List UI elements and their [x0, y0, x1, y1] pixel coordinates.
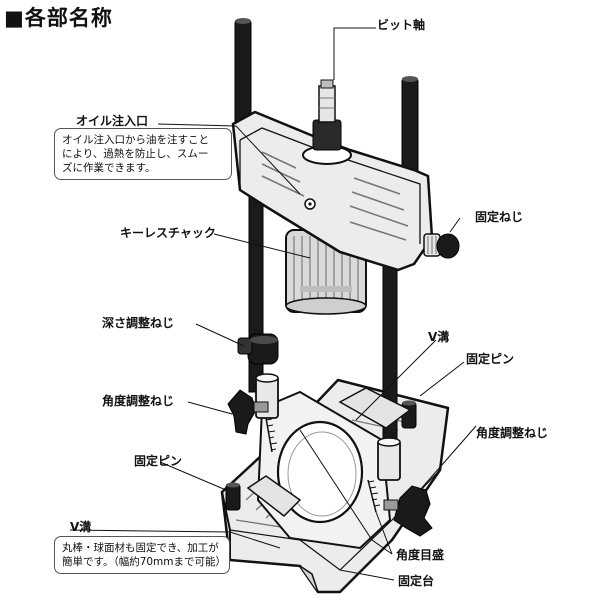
v-block-left [246, 475, 302, 517]
label-oil-port: オイル注入口 [76, 114, 149, 128]
angle-adjust-knob-left [227, 389, 269, 435]
note-oil-line-2: により、過熱を防止し、スムー [62, 148, 209, 160]
fixing-screw-knob [423, 233, 460, 259]
label-v-groove-left: V溝 [70, 520, 92, 534]
label-base: 固定台 [398, 574, 435, 588]
label-angle-scale: 角度目盛 [396, 548, 445, 562]
column-collar-right [377, 437, 401, 481]
note-vgroove-line-2: 簡単です。（幅約70mmまで可能） [62, 556, 227, 568]
angle-scale-marks [265, 417, 381, 513]
fixing-pin-left [225, 482, 241, 511]
note-v-groove: 丸棒・球面材も固定でき、加工が 簡単です。（幅約70mmまで可能） [54, 536, 230, 574]
depth-adjust-screw [237, 333, 279, 365]
label-angle-screw-left: 角度調整ねじ [102, 394, 175, 408]
label-v-groove-right: V溝 [428, 330, 450, 344]
note-oil-port: オイル注入口から油を注すこと により、過熱を防止し、スムー ズに作業できます。 [54, 128, 232, 180]
section-heading: ■各部名称 [4, 6, 113, 30]
note-vgroove-line-1: 丸棒・球面材も固定でき、加工が [62, 542, 219, 554]
leader-lines [69, 27, 477, 581]
label-bit-shaft: ビット軸 [377, 18, 426, 32]
label-fixing-screw: 固定ねじ [475, 210, 524, 224]
v-block-right [338, 387, 412, 429]
note-oil-line-1: オイル注入口から油を注すこと [62, 134, 209, 146]
label-fixing-pin-right: 固定ピン [466, 352, 515, 366]
note-oil-line-3: ズに作業できます。 [62, 162, 156, 174]
label-depth-screw: 深さ調整ねじ [102, 316, 175, 330]
bit-shaft [302, 79, 352, 165]
angle-adjust-knob-right [383, 485, 433, 537]
label-keyless-chuck: キーレスチャック [120, 226, 216, 240]
label-fixing-pin-left: 固定ピン [134, 454, 183, 468]
label-angle-screw-right: 角度調整ねじ [476, 426, 549, 440]
